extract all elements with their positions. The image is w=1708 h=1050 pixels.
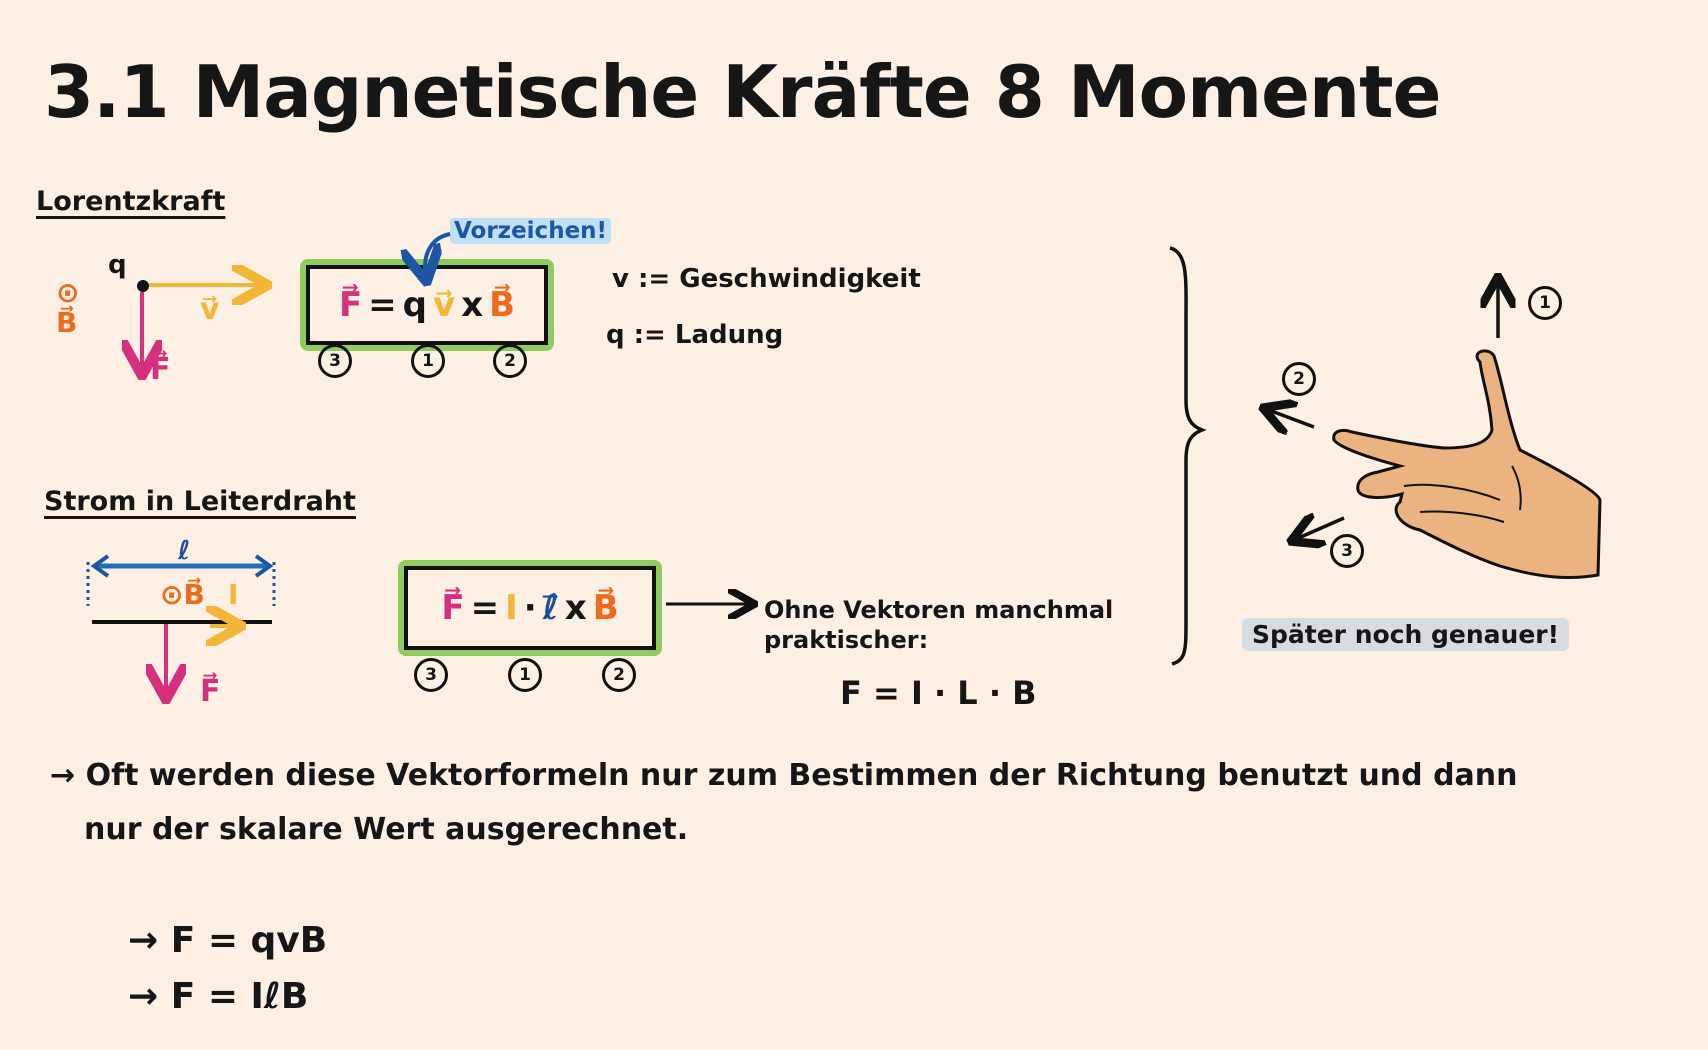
arrow-note-line2: praktischer: xyxy=(764,626,929,654)
formula-field: B⃗ xyxy=(592,588,619,628)
lorentz-heading: Lorentzkraft xyxy=(36,186,226,217)
charge-definition: q := Ladung xyxy=(606,320,784,350)
right-hand-icon xyxy=(1266,280,1602,580)
magnitude-formula-charge: → F = qvB xyxy=(128,920,328,961)
velocity-definition: v := Geschwindigkeit xyxy=(612,264,921,294)
lorentz-formula: F⃗ = q v⃗ x B⃗ xyxy=(306,265,548,345)
scalar-formula: F = I · L · B xyxy=(840,674,1037,712)
formula-force: F⃗ xyxy=(338,285,363,325)
wire-formula: F⃗ = I · ℓ⃗ x B⃗ xyxy=(404,566,656,650)
wire-field-label: ⊙B⃗ xyxy=(160,578,205,611)
wire-heading: Strom in Leiterdraht xyxy=(44,486,356,517)
formula-dot: · xyxy=(523,588,537,628)
order-number: 3 xyxy=(414,658,448,692)
arrow-note-line1: Ohne Vektoren manchmal xyxy=(764,596,1114,624)
order-number: 1 xyxy=(411,344,445,378)
hand-label: 2 xyxy=(1282,362,1316,396)
formula-force: F⃗ xyxy=(441,588,465,628)
conclusion-line2: nur der skalare Wert ausgerechnet. xyxy=(84,812,689,847)
b-field-out-icon: ⊙ xyxy=(56,276,80,309)
charge-dot xyxy=(137,280,149,292)
order-number: 3 xyxy=(318,344,352,378)
conclusion-line1: → Oft werden diese Vektorformeln nur zum… xyxy=(50,758,1518,793)
formula-charge: q xyxy=(402,285,428,325)
formula-field: B⃗ xyxy=(489,285,516,325)
order-number: 2 xyxy=(602,658,636,692)
formula-current: I xyxy=(505,588,518,628)
order-number: 1 xyxy=(508,658,542,692)
middle-finger-arrow xyxy=(1294,518,1345,540)
formula-velocity: v⃗ xyxy=(433,285,456,325)
later-note: Später noch genauer! xyxy=(1242,618,1570,651)
page-title: 3.1 Magnetische Kräfte 8 Momente xyxy=(44,50,1441,134)
curly-brace xyxy=(1169,246,1207,666)
wire-formula-box: F⃗ = I · ℓ⃗ x B⃗ xyxy=(398,560,662,656)
b-field-label: B⃗ xyxy=(56,306,78,339)
formula-equals: = xyxy=(470,588,500,628)
formula-cross: x xyxy=(461,285,484,325)
length-arrow-heads xyxy=(90,554,274,578)
order-number: 2 xyxy=(493,344,527,378)
formula-length: ℓ⃗ xyxy=(542,588,559,628)
formula-cross: x xyxy=(564,588,587,628)
current-label: I xyxy=(228,578,239,611)
formula-equals: = xyxy=(368,285,397,325)
index-arrow xyxy=(1266,409,1315,427)
sign-note: Vorzeichen! xyxy=(450,218,612,244)
wire-force-label: F⃗ xyxy=(200,674,221,709)
hand-label: 3 xyxy=(1330,534,1364,568)
velocity-label: v⃗ xyxy=(200,292,220,327)
charge-label: q xyxy=(108,250,127,280)
sign-note-arrow xyxy=(425,232,451,278)
magnitude-formula-wire: → F = IℓB xyxy=(128,976,309,1017)
length-label: ℓ xyxy=(178,536,191,566)
hand-label: 1 xyxy=(1528,286,1562,320)
